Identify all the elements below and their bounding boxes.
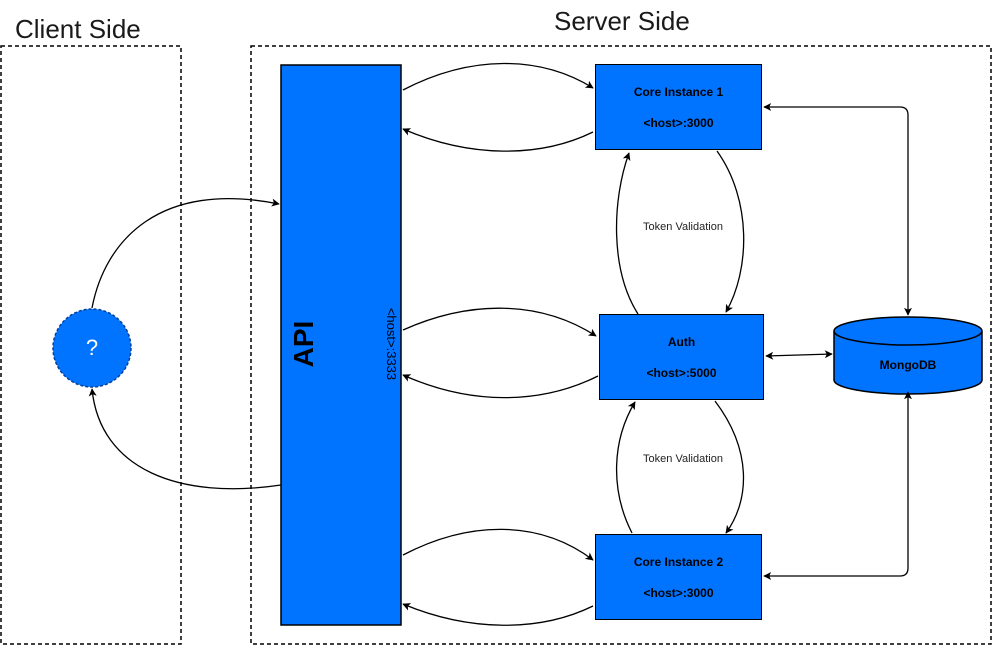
- server-side-region: [250, 45, 992, 645]
- edge-auth-to-api: [402, 374, 599, 399]
- auth-box: Auth <host>:5000: [599, 314, 764, 400]
- token-validation-label-bottom: Token Validation: [643, 453, 723, 465]
- edge-api-to-core2: [402, 528, 594, 561]
- core-instance-1-name: Core Instance 1: [633, 85, 724, 99]
- edge-core2-to-auth: [615, 401, 636, 534]
- api-port-label: <host>:3333: [384, 307, 399, 381]
- api-gateway-box: [280, 64, 402, 626]
- edge-auth-to-core2: [714, 400, 745, 534]
- core-instance-2-box: Core Instance 2 <host>:3000: [595, 534, 762, 620]
- client-node: [52, 308, 132, 388]
- auth-port: <host>:5000: [646, 366, 717, 380]
- edge-core2-mongodb: [763, 391, 912, 580]
- edge-auth-mongodb: [765, 350, 833, 360]
- mongodb-label: MongoDB: [879, 358, 937, 372]
- mongodb-cylinder: [833, 316, 983, 395]
- api-label: API: [288, 320, 319, 368]
- edge-core1-to-api: [402, 128, 594, 152]
- client-side-region: [0, 45, 182, 645]
- edge-api-to-client: [88, 388, 282, 490]
- edge-client-to-api: [91, 198, 280, 309]
- core-instance-1-port: <host>:3000: [643, 116, 714, 130]
- server-side-title: Server Side: [554, 6, 690, 36]
- core-instance-2-port: <host>:3000: [643, 586, 714, 600]
- edge-auth-to-core1: [615, 152, 639, 315]
- edge-core2-to-api: [402, 603, 594, 626]
- client-side-title: Client Side: [15, 14, 141, 44]
- edge-core1-to-auth: [716, 150, 745, 313]
- auth-name: Auth: [667, 335, 696, 349]
- core-instance-1-box: Core Instance 1 <host>:3000: [595, 64, 762, 150]
- core-instance-2-name: Core Instance 2: [633, 555, 724, 569]
- client-node-label: ?: [85, 335, 99, 360]
- token-validation-label-top: Token Validation: [643, 221, 723, 233]
- edge-api-to-core1: [402, 62, 594, 91]
- edge-api-to-auth: [402, 307, 597, 337]
- edge-core1-mongodb: [763, 103, 912, 316]
